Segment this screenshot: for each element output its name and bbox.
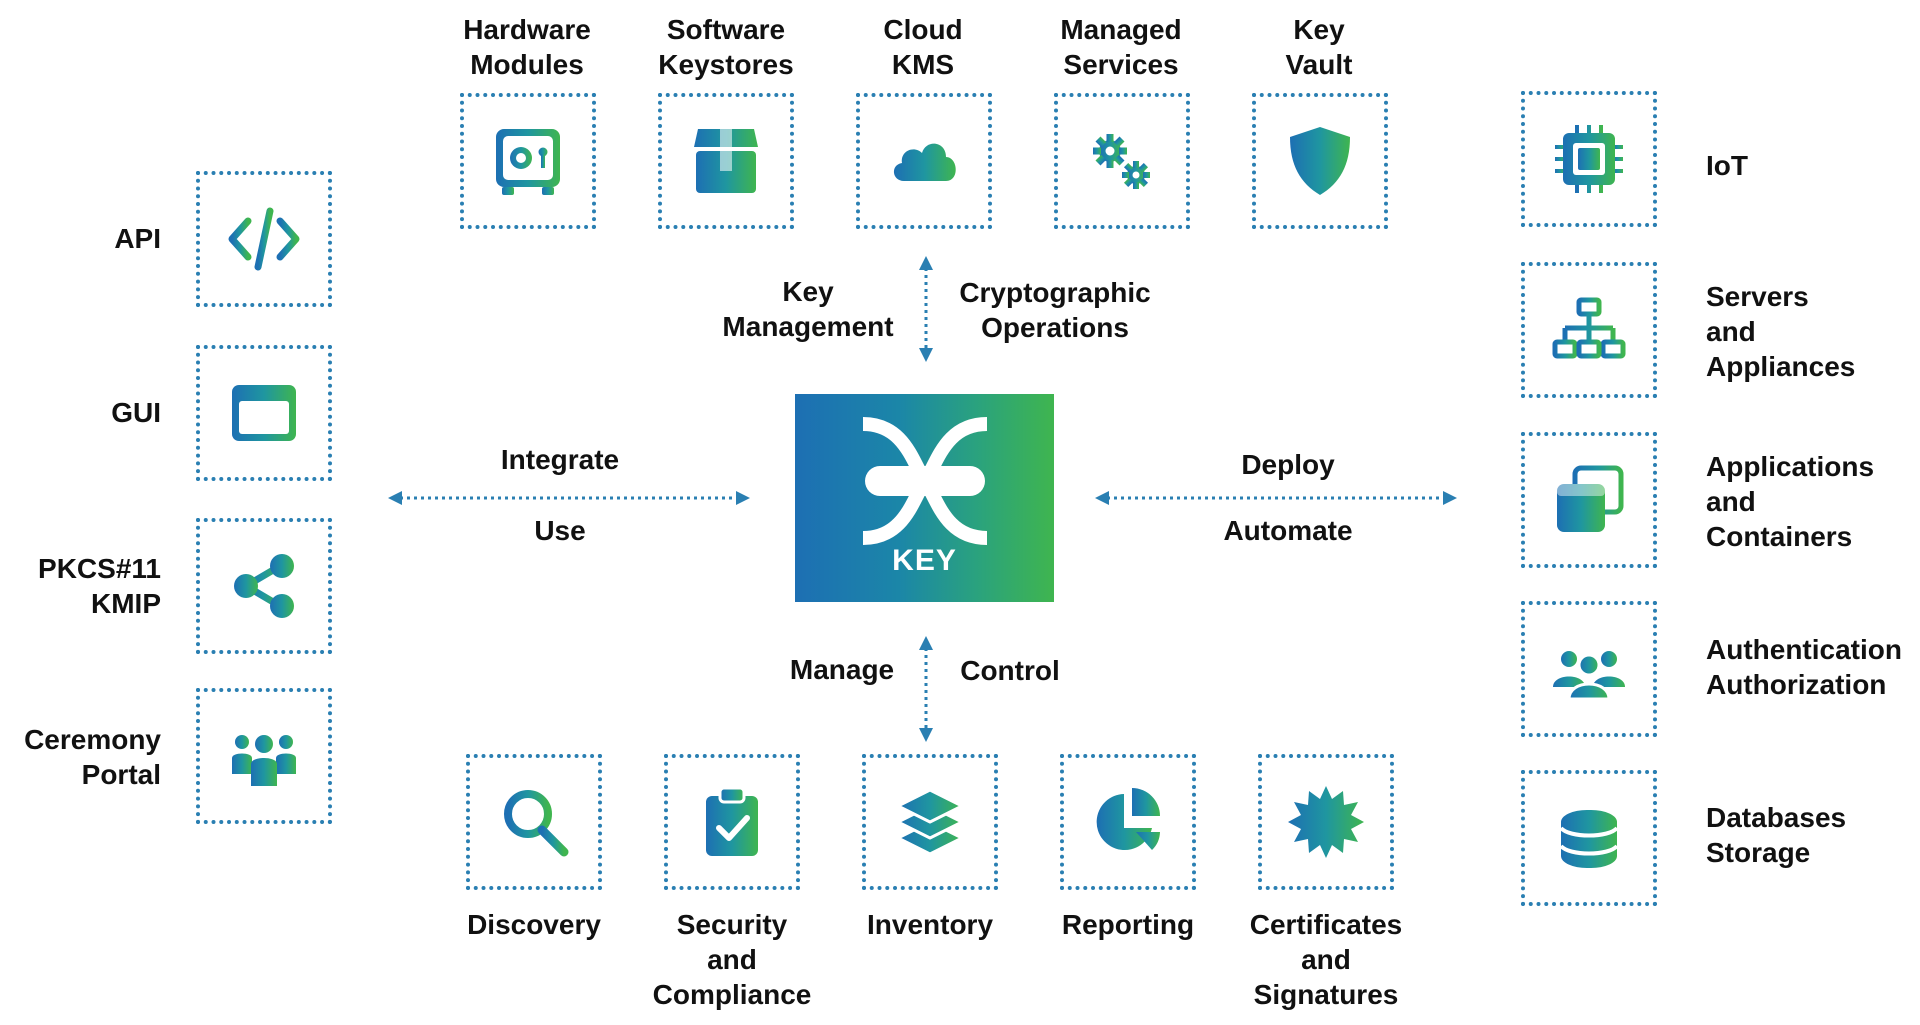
box-applications-containers — [1521, 432, 1657, 568]
label-security-compliance: Security and Compliance — [652, 909, 812, 1010]
label-databases-storage: Databases Storage — [1706, 802, 1847, 868]
label-cryptographic-operations: Cryptographic Operations — [959, 277, 1151, 343]
window-icon — [232, 385, 296, 441]
label-servers-appliances: Servers and Appliances — [1706, 281, 1856, 382]
gears-icon — [1093, 134, 1150, 189]
box-key-vault — [1252, 93, 1388, 229]
label-use: Use — [534, 515, 586, 546]
box-gui — [196, 345, 332, 481]
label-hardware-modules: Hardware Modules — [463, 14, 591, 80]
label-pkcs-kmip: PKCS#11 KMIP — [38, 553, 161, 619]
box-cloud-kms — [856, 93, 992, 229]
code-icon — [228, 207, 300, 271]
seal-icon — [1288, 786, 1364, 858]
label-deploy: Deploy — [1241, 449, 1335, 480]
label-manage: Manage — [789, 654, 895, 685]
box-hardware-modules — [460, 93, 596, 229]
box-reporting — [1060, 754, 1196, 890]
box-inventory — [862, 754, 998, 890]
pie-chart-icon — [1096, 788, 1160, 850]
chip-icon — [1555, 125, 1623, 193]
box-api — [196, 171, 332, 307]
box-managed-services — [1054, 93, 1190, 229]
clipboard-check-icon — [706, 786, 758, 856]
label-gui: GUI — [111, 397, 161, 428]
arrow-left-bidirectional — [388, 491, 750, 505]
key-label: KEY — [892, 544, 957, 577]
label-ceremony-portal: Ceremony Portal — [24, 724, 161, 790]
arrow-right-bidirectional — [1095, 491, 1457, 505]
arrow-bottom-bidirectional — [919, 636, 933, 742]
network-icon — [1552, 297, 1626, 359]
box-security-compliance — [664, 754, 800, 890]
users-icon — [1553, 651, 1625, 701]
box-databases-storage — [1521, 770, 1657, 906]
group-icon — [232, 735, 296, 786]
label-cloud-kms: Cloud KMS — [883, 14, 963, 80]
label-iot: IoT — [1706, 150, 1748, 181]
safe-icon — [496, 129, 560, 195]
layers-icon — [896, 788, 964, 856]
windows-stack-icon — [1557, 465, 1624, 532]
search-icon — [504, 790, 569, 857]
share-icon — [234, 554, 294, 618]
label-applications-containers: Applications and Containers — [1706, 451, 1875, 552]
box-software-keystores — [658, 93, 794, 229]
label-certificates-signatures: Certificates and Signatures — [1249, 909, 1403, 1010]
label-authentication-authorization: Authentication Authorization — [1706, 634, 1902, 700]
label-integrate: Integrate — [500, 444, 620, 475]
box-iot — [1521, 91, 1657, 227]
arrow-top-bidirectional — [919, 256, 933, 362]
key-logo-card: KEY — [795, 394, 1054, 602]
label-automate: Automate — [1223, 515, 1353, 546]
shield-icon — [1290, 127, 1350, 195]
box-certificates-signatures — [1258, 754, 1394, 890]
box-ceremony-portal — [196, 688, 332, 824]
box-discovery — [466, 754, 602, 890]
label-api: API — [114, 223, 161, 254]
label-managed-services: Managed Services — [1060, 14, 1182, 80]
cloud-icon — [893, 143, 956, 181]
key-logo-icon — [862, 417, 988, 545]
box-servers-appliances — [1521, 262, 1657, 398]
label-key-vault: Key Vault — [1285, 14, 1353, 80]
label-inventory: Inventory — [866, 909, 994, 940]
label-reporting: Reporting — [1061, 909, 1195, 940]
label-key-management: Key Management — [722, 276, 894, 342]
box-authentication-authorization — [1521, 601, 1657, 737]
box-pkcs-kmip — [196, 518, 332, 654]
database-icon — [1559, 810, 1619, 868]
label-software-keystores: Software Keystores — [658, 14, 794, 80]
label-control: Control — [960, 655, 1060, 686]
label-discovery: Discovery — [467, 909, 601, 940]
box-icon — [694, 129, 758, 193]
